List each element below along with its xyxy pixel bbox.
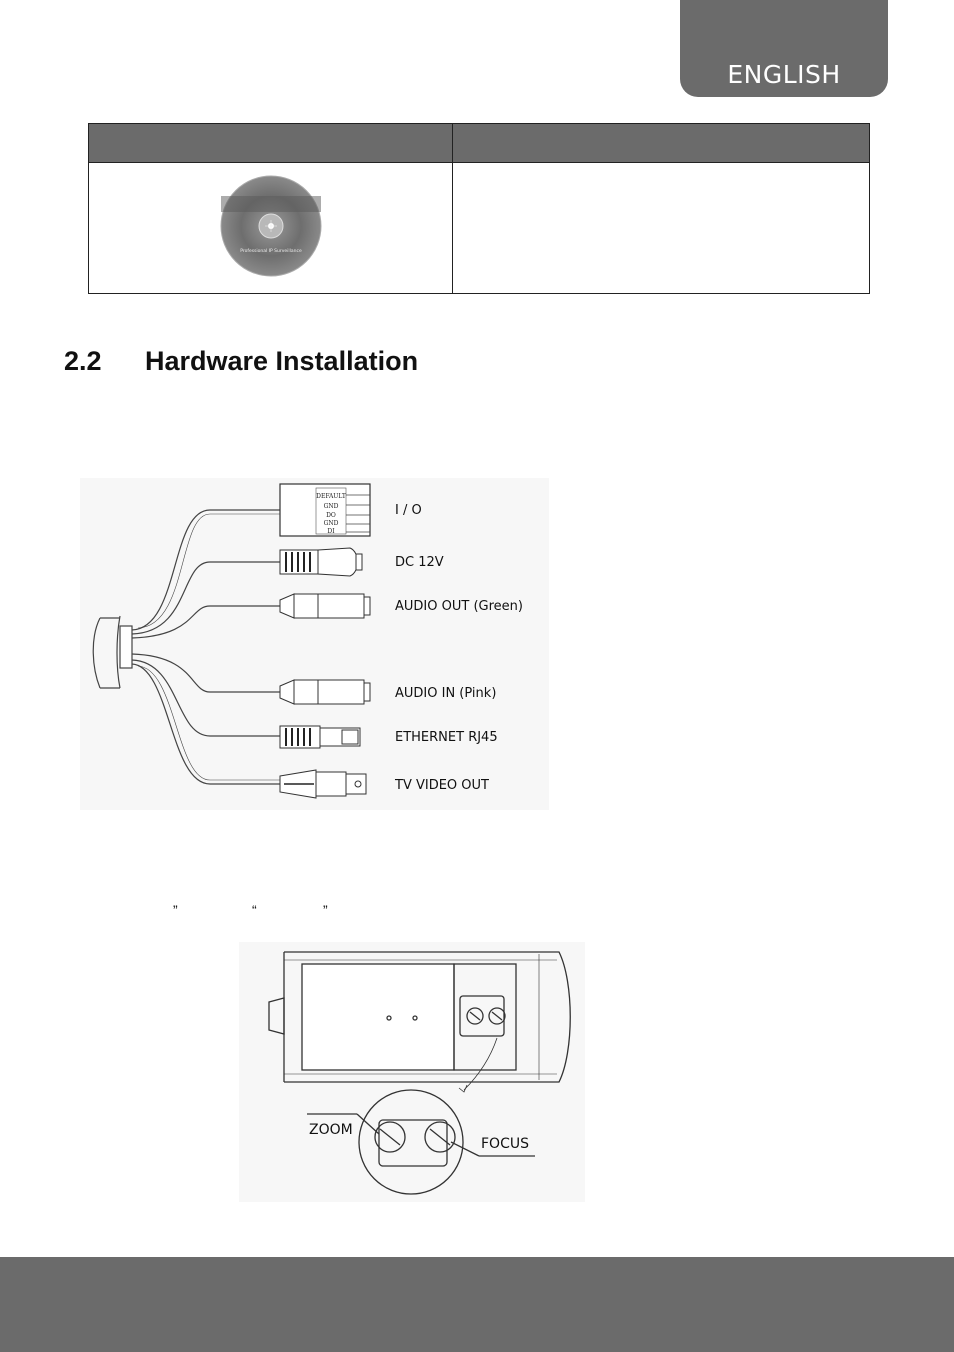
terminal-pin-label: GND <box>324 520 339 527</box>
io-label: I / O <box>395 503 422 518</box>
terminal-pin-label: GND <box>324 503 339 510</box>
audio-out-jack-icon <box>279 593 371 619</box>
table-description-cell <box>452 162 870 294</box>
quote-mark: ” <box>173 902 178 918</box>
focus-label: FOCUS <box>481 1136 529 1152</box>
video-out-label: TV VIDEO OUT <box>394 778 489 793</box>
audio-out-label: AUDIO OUT (Green) <box>395 599 523 614</box>
bnc-video-connector-icon <box>279 769 367 799</box>
ethernet-rj45-plug-icon <box>279 725 361 749</box>
section-heading: 2.2 Hardware Installation <box>64 346 418 377</box>
dc-label: DC 12V <box>395 555 444 570</box>
quote-mark: ” <box>323 902 328 918</box>
cd-label: Professional IP Surveillance <box>240 248 302 254</box>
terminal-pin-label: DO <box>326 512 336 519</box>
table-header-row <box>88 123 870 163</box>
table-header-cell-description <box>452 123 870 163</box>
quote-mark: “ <box>252 902 257 918</box>
dc-power-plug-icon <box>279 547 363 577</box>
terminal-pin-label: DEFAULT <box>316 493 346 500</box>
cable-connectors-figure: DEFAULT GND DO GND DI <box>80 478 549 810</box>
page-footer-bar <box>0 1257 954 1352</box>
table-header-cell-item <box>88 123 453 163</box>
io-terminal-block-icon: DEFAULT GND DO GND DI <box>279 483 371 537</box>
ethernet-label: ETHERNET RJ45 <box>395 730 498 745</box>
section-title: Hardware Installation <box>145 346 419 376</box>
cd-disc-image: Professional IP Surveillance <box>220 175 321 276</box>
audio-in-label: AUDIO IN (Pink) <box>395 686 496 701</box>
cd-cell: Professional IP Surveillance <box>88 162 453 294</box>
section-number: 2.2 <box>64 346 102 376</box>
zoom-label: ZOOM <box>309 1122 353 1138</box>
language-tab: ENGLISH <box>680 0 888 97</box>
table-row: Professional IP Surveillance <box>88 162 870 294</box>
lens-adjustment-figure: ZOOM FOCUS <box>239 942 585 1202</box>
cable-diagram: DEFAULT GND DO GND DI <box>92 483 523 799</box>
terminal-pin-label: DI <box>327 528 335 535</box>
language-tab-label: ENGLISH <box>727 60 841 89</box>
camera-lens-diagram: ZOOM FOCUS <box>268 951 571 1195</box>
audio-in-jack-icon <box>279 679 371 705</box>
package-contents-table: Professional IP Surveillance <box>88 123 870 294</box>
